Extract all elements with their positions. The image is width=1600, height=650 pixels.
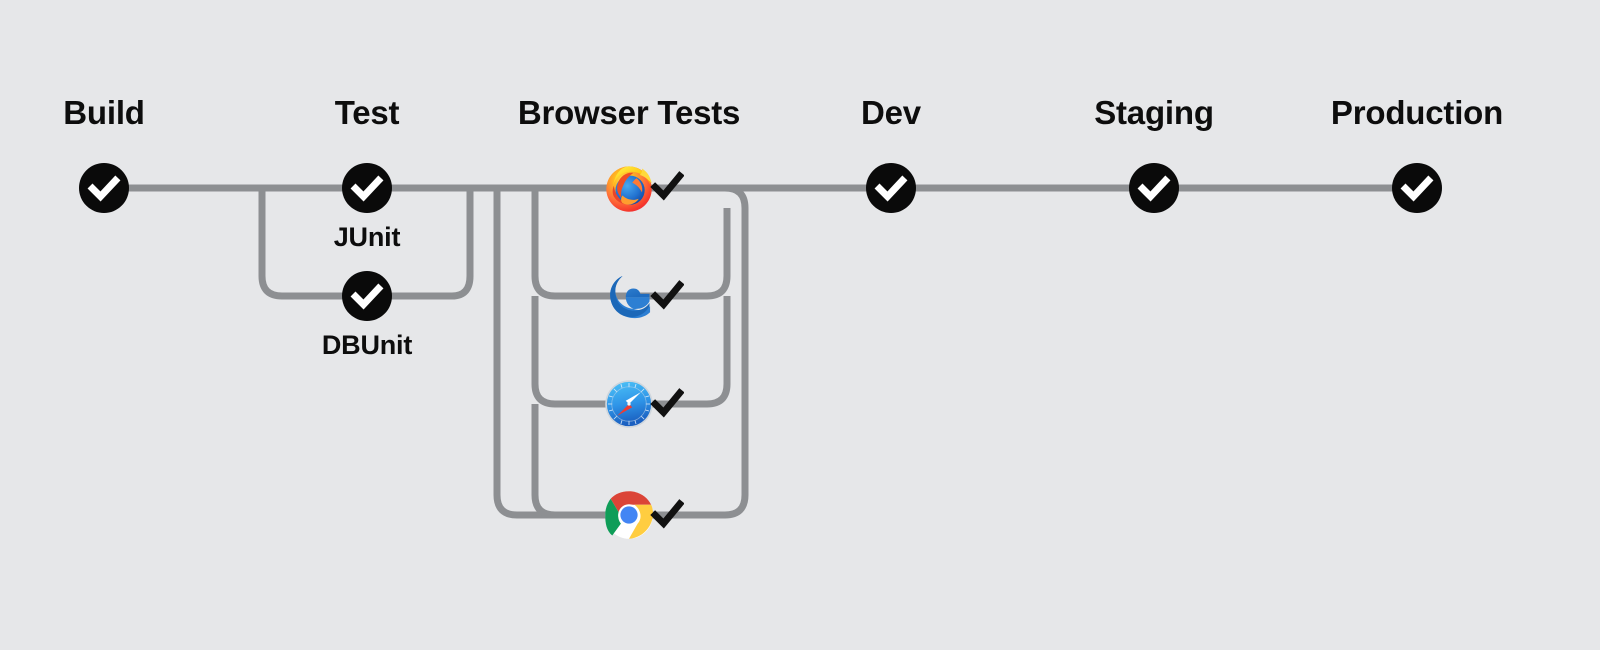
job-label-dbunit: DBUnit [321, 330, 413, 360]
stage-label-staging: Staging [1094, 94, 1214, 131]
safari-icon[interactable] [602, 377, 656, 431]
stage-label-dev: Dev [861, 94, 921, 131]
stage-label-build: Build [63, 94, 145, 131]
check-icon [1137, 175, 1171, 202]
stage-label-test: Test [334, 94, 400, 131]
check-icon [87, 175, 121, 202]
edge-icon[interactable] [602, 269, 656, 323]
pipeline-node-build[interactable] [79, 163, 129, 213]
check-icon [350, 283, 384, 310]
safari-status-check-icon [650, 387, 684, 421]
firefox-icon[interactable] [602, 161, 656, 215]
check-icon [874, 175, 908, 202]
check-icon [1400, 175, 1434, 202]
edge-status-check-icon [650, 279, 684, 313]
stage-label-browser-tests: Browser Tests [517, 94, 741, 131]
job-label-junit: JUnit [333, 222, 401, 252]
chrome-icon[interactable] [602, 488, 656, 542]
pipeline-node-production[interactable] [1392, 163, 1442, 213]
stage-label-production: Production [1330, 94, 1504, 131]
firefox-status-check-icon [650, 170, 684, 204]
pipeline-node-dev[interactable] [866, 163, 916, 213]
chrome-status-check-icon [650, 498, 684, 532]
pipeline-node-junit[interactable] [342, 163, 392, 213]
pipeline-node-dbunit[interactable] [342, 271, 392, 321]
check-icon [350, 175, 384, 202]
pipeline-node-staging[interactable] [1129, 163, 1179, 213]
